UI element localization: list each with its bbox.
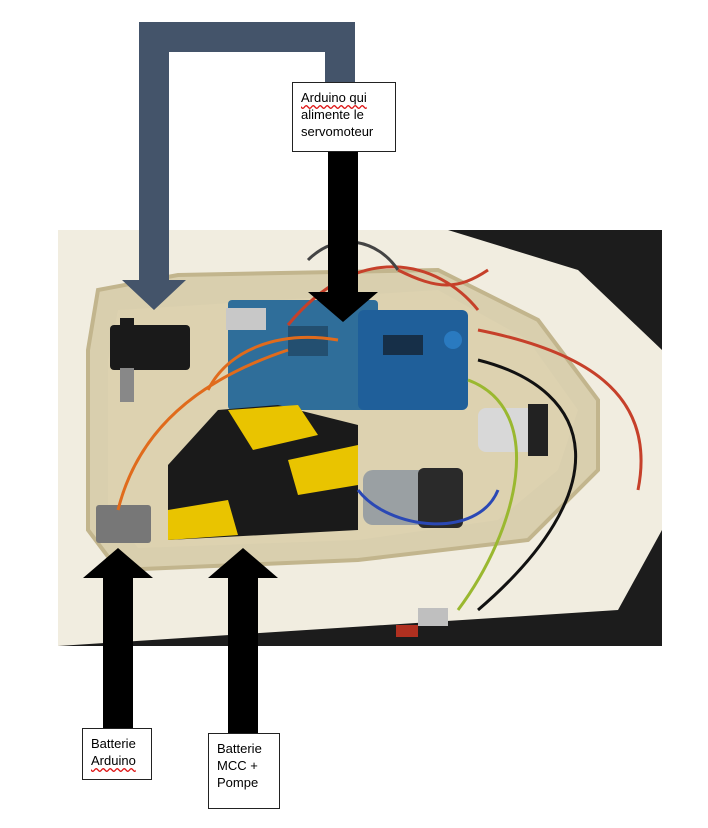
label-battery-mcc-line2: MCC +	[217, 758, 258, 773]
label-arduino-servo: Arduino qui alimente le servomoteur	[292, 82, 396, 152]
label-battery-mcc: Batterie MCC + Pompe	[208, 733, 280, 809]
label-arduino-servo-line2: alimente le	[301, 107, 364, 122]
arduino-board	[226, 300, 378, 410]
label-arduino-servo-line1: Arduino qui	[301, 90, 367, 105]
battery-pack	[168, 405, 358, 540]
label-battery-arduino-line1: Batterie	[91, 736, 136, 751]
arduino-pointer-arrow	[308, 152, 378, 322]
label-battery-mcc-line3: Pompe	[217, 775, 259, 790]
boat-electronics-photo	[58, 230, 662, 646]
toggle-switch	[396, 608, 448, 637]
arduino-battery	[96, 505, 151, 543]
pump	[478, 404, 548, 456]
servo-motor	[110, 318, 190, 402]
label-battery-arduino-line2: Arduino	[91, 753, 136, 768]
label-battery-arduino: Batterie Arduino	[82, 728, 152, 780]
battery-arduino-pointer-arrow	[83, 548, 153, 728]
dc-motor	[363, 468, 463, 528]
battery-mcc-pointer-arrow	[208, 548, 278, 733]
motor-shield	[358, 310, 468, 410]
label-arduino-servo-line3: servomoteur	[301, 124, 374, 139]
label-battery-mcc-line1: Batterie	[217, 741, 262, 756]
servo-routing-arrow	[122, 22, 355, 310]
wires	[116, 240, 643, 612]
